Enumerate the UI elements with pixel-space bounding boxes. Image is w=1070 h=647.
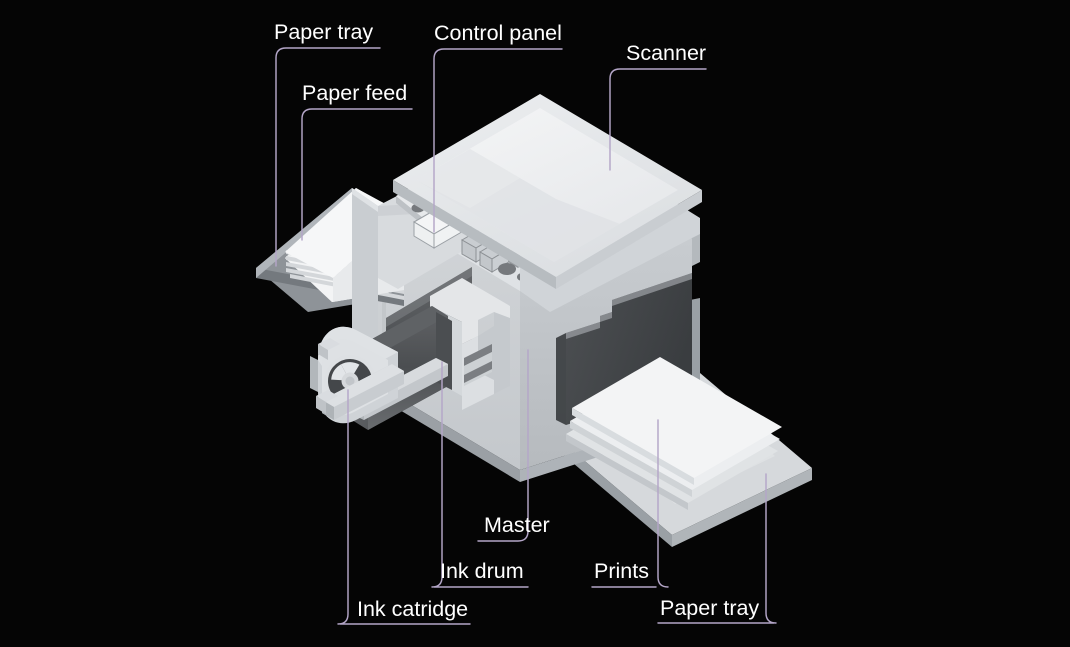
labels: Paper tray Control panel Scanner Paper f… (274, 20, 759, 621)
leader-scanner (609, 68, 707, 171)
leader-paper-tray-output (657, 473, 777, 624)
label-control-panel: Control panel (434, 21, 562, 45)
label-scanner: Scanner (626, 41, 706, 65)
label-paper-tray-top: Paper tray (274, 20, 373, 44)
master-slot (464, 344, 492, 366)
label-master: Master (484, 513, 550, 537)
scanner-unit[interactable] (393, 94, 702, 336)
leader-paper-tray-top (275, 47, 381, 267)
label-paper-tray-output: Paper tray (660, 596, 759, 620)
leader-paper-feed (301, 108, 413, 241)
ink-catridge (310, 326, 404, 424)
leader-control-panel (433, 48, 563, 233)
leader-ink-catridge (337, 389, 471, 625)
master-unit (430, 278, 510, 410)
label-ink-catridge: Ink catridge (357, 597, 468, 621)
start-button[interactable] (498, 263, 516, 275)
label-prints: Prints (594, 559, 649, 583)
label-ink-drum: Ink drum (440, 559, 524, 583)
leader-master (477, 349, 529, 542)
leader-ink-drum-main (431, 361, 529, 588)
body-right-side (690, 298, 700, 395)
leader-lines (275, 47, 777, 625)
leader-prints (591, 419, 669, 588)
prints-stack (566, 357, 782, 510)
label-paper-feed: Paper feed (302, 81, 407, 105)
